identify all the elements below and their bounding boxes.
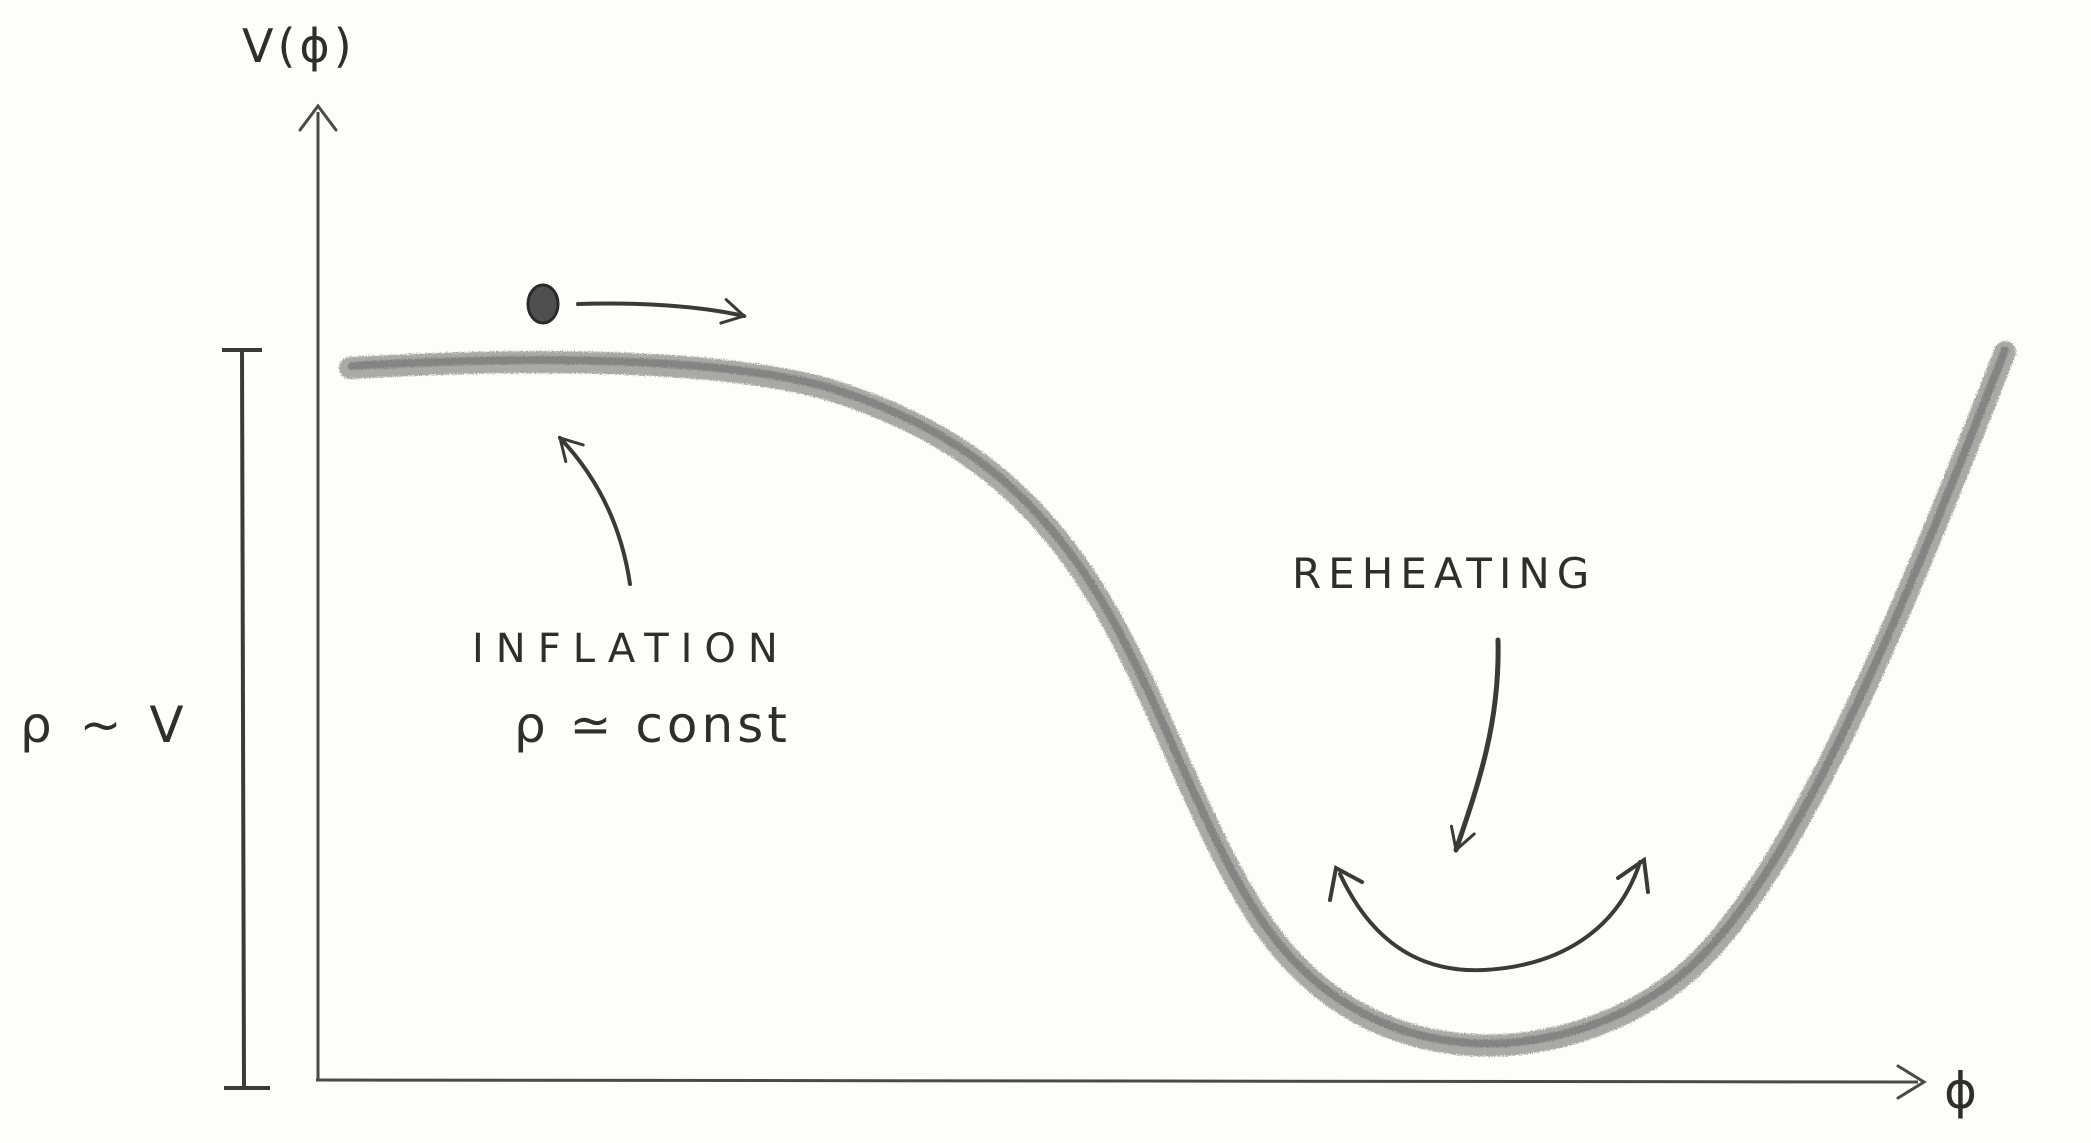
inflation-pointer-arrow bbox=[557, 435, 632, 586]
potential-curve-core bbox=[348, 346, 2009, 1048]
inflation-label: INFLATION bbox=[472, 626, 790, 672]
oscillation-arrowhead-right bbox=[1616, 856, 1650, 894]
oscillation-arrow bbox=[1338, 860, 1642, 973]
inflation-sublabel: ρ ≃ const bbox=[514, 696, 791, 754]
ball-motion-arrow bbox=[576, 298, 747, 325]
scale-label: ρ ~ V bbox=[20, 696, 190, 754]
potential-curve bbox=[339, 341, 2016, 1057]
reheating-label: REHEATING bbox=[1292, 549, 1596, 598]
x-axis-label: ϕ bbox=[1944, 1062, 1977, 1120]
energy-density-scale-bar bbox=[222, 348, 270, 1090]
inflaton-ball-group bbox=[526, 283, 747, 325]
scale-bar-line bbox=[240, 349, 246, 1089]
inflaton-ball bbox=[526, 283, 560, 325]
reheating-pointer-arrow bbox=[1449, 637, 1501, 853]
x-axis-line bbox=[315, 1078, 1919, 1084]
oscillation-arrowhead-left bbox=[1328, 864, 1364, 902]
y-axis-label: V(ϕ) bbox=[242, 19, 356, 73]
axes bbox=[298, 103, 1927, 1100]
y-axis-arrowhead bbox=[298, 103, 338, 132]
x-axis-arrowhead bbox=[1896, 1064, 1927, 1100]
